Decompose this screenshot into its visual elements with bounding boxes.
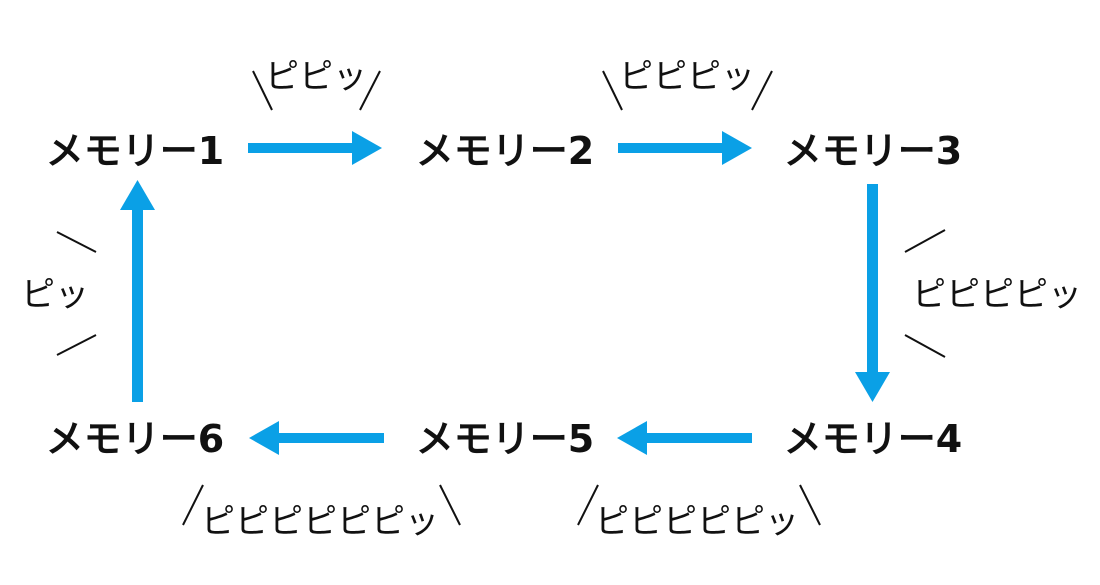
beep-label-group-1: ピピッ <box>252 57 381 111</box>
edge-label-1-to-2: ピピッ <box>265 57 367 97</box>
arrow-2-to-3 <box>618 131 752 165</box>
emphasis-tick <box>751 70 773 111</box>
arrow-1-to-2 <box>248 131 382 165</box>
node-memory-2: メモリー2 <box>416 129 594 173</box>
beep-label-group-3: ピピピピッ <box>904 229 1082 358</box>
node-memory-1: メモリー1 <box>46 129 224 173</box>
node-memory-4: メモリー4 <box>784 417 962 461</box>
emphasis-tick <box>602 70 623 111</box>
emphasis-tick <box>904 334 946 358</box>
beep-label-group-5: ピピピピピピッ <box>182 484 461 542</box>
node-memory-6: メモリー6 <box>46 417 224 461</box>
arrow-4-to-5 <box>617 421 752 455</box>
emphasis-tick <box>182 484 204 526</box>
emphasis-tick <box>252 70 273 111</box>
emphasis-tick <box>904 229 946 253</box>
arrow-6-to-1 <box>120 180 155 402</box>
edge-label-6-to-1: ピッ <box>21 275 89 315</box>
beep-label-group-6: ピッ <box>21 231 97 356</box>
edge-label-5-to-6: ピピピピピピッ <box>201 502 439 542</box>
beep-label-group-4: ピピピピピッ <box>577 484 821 542</box>
emphasis-tick <box>799 484 821 526</box>
node-memory-3: メモリー3 <box>784 129 962 173</box>
arrow-3-to-4 <box>855 184 890 402</box>
node-memory-5: メモリー5 <box>416 417 594 461</box>
emphasis-tick <box>577 484 599 526</box>
emphasis-tick <box>359 70 381 111</box>
edge-label-4-to-5: ピピピピピッ <box>595 502 799 542</box>
beep-label-group-2: ピピピッ <box>602 57 773 111</box>
emphasis-tick <box>56 334 97 356</box>
arrow-5-to-6 <box>249 421 384 455</box>
edge-label-3-to-4: ピピピピッ <box>912 275 1082 315</box>
edge-label-2-to-3: ピピピッ <box>619 57 755 97</box>
emphasis-tick <box>439 484 461 526</box>
emphasis-tick <box>56 231 97 253</box>
